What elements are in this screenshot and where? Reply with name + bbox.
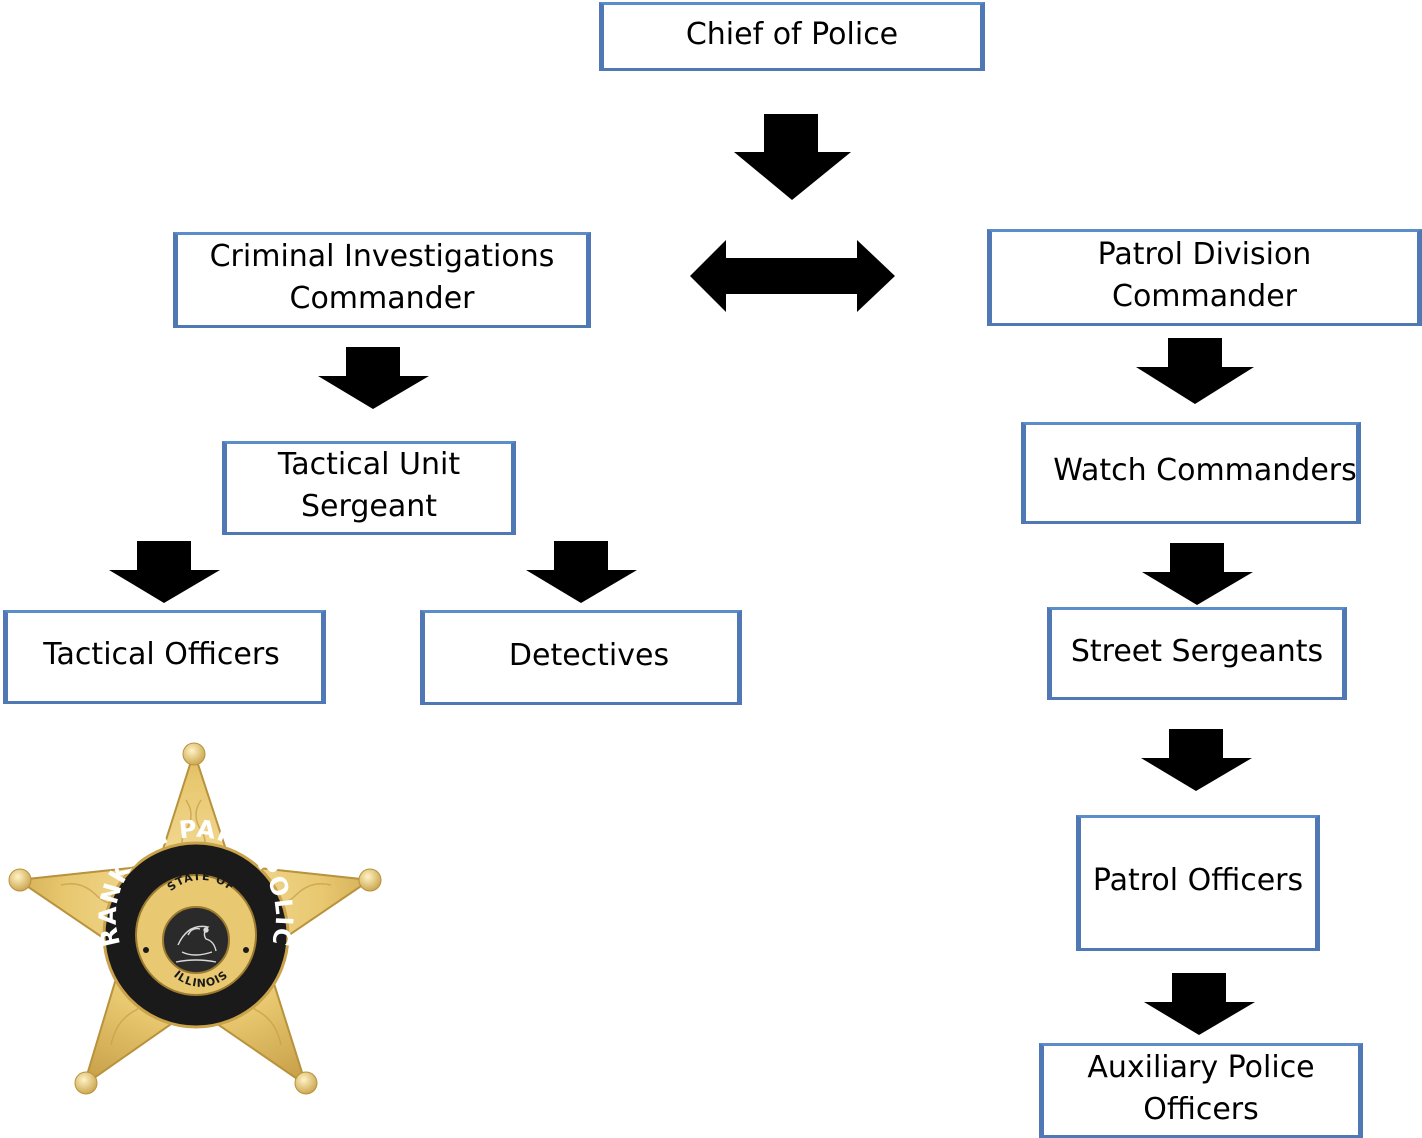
down-arrow-chief <box>734 114 851 200</box>
street-sergeants-label: Street Sergeants <box>1070 633 1324 669</box>
tactical-unit-sergeant-box: Tactical Unit Sergeant <box>222 441 516 535</box>
down-arrow-cic <box>318 347 429 409</box>
tactical-officers-box: Tactical Officers <box>3 610 326 704</box>
tactical-officers-label: Tactical Officers <box>43 637 280 672</box>
double-arrow-commanders <box>690 240 895 312</box>
auxiliary-police-officers-label: Auxiliary Police Officers <box>1087 1049 1315 1127</box>
chief-of-police-box: Chief of Police <box>599 2 985 71</box>
badge-bottom-text: ILLINOIS <box>171 968 229 990</box>
detectives-label: Detectives <box>508 637 670 673</box>
chief-of-police-label: Chief of Police <box>685 16 899 52</box>
down-arrow-watch <box>1142 543 1253 605</box>
down-arrow-street <box>1141 729 1252 791</box>
eagle-icon <box>175 925 217 963</box>
down-arrow-pdc <box>1136 338 1254 404</box>
star-tip-ball-left <box>8 868 32 892</box>
down-arrow-detectives <box>526 541 637 603</box>
svg-text:ILLINOIS: ILLINOIS <box>171 968 230 990</box>
badge-dot-left <box>143 947 149 953</box>
watch-commanders-box: Watch Commanders <box>1021 422 1361 524</box>
down-arrow-patrol <box>1144 973 1255 1035</box>
criminal-investigations-commander-box: Criminal Investigations Commander <box>173 232 591 328</box>
patrol-officers-box: Patrol Officers <box>1076 815 1320 951</box>
patrol-officers-label: Patrol Officers <box>1092 863 1304 898</box>
criminal-investigations-commander-label: Criminal Investigations Commander <box>209 239 555 316</box>
auxiliary-police-officers-box: Auxiliary Police Officers <box>1039 1043 1363 1138</box>
watch-commanders-label: Watch Commanders <box>1053 453 1357 488</box>
patrol-division-commander-label: Patrol Division Commander <box>1097 236 1312 314</box>
patrol-division-commander-box: Patrol Division Commander <box>987 229 1422 326</box>
state-seal <box>162 906 230 974</box>
star-tip-ball-bottom-right <box>294 1071 318 1095</box>
tactical-unit-sergeant-label: Tactical Unit Sergeant <box>277 447 461 524</box>
down-arrow-tactical-officers <box>109 541 220 603</box>
star-tip-ball-bottom-left <box>74 1071 98 1095</box>
badge-dot-right <box>243 947 249 953</box>
star-tip-ball-right <box>358 868 382 892</box>
street-sergeants-box: Street Sergeants <box>1047 607 1347 700</box>
franklin-park-police-badge: FRANKLIN PARK POLICE STATE OF ILLINOIS <box>6 740 382 1095</box>
star-tip-ball-top <box>182 742 206 766</box>
detectives-box: Detectives <box>420 610 742 705</box>
